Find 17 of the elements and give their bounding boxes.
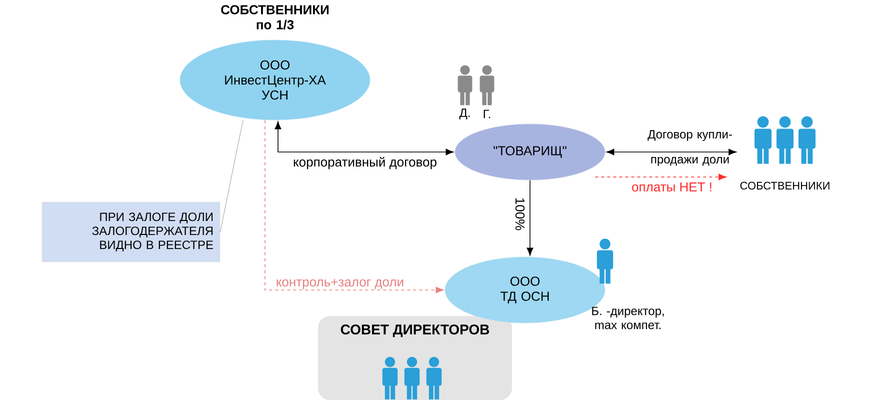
arrow — [526, 180, 534, 256]
edge-label: контроль+залог доли — [276, 278, 404, 290]
edge-label: Договор купли-продажи доли — [648, 130, 732, 166]
arrow — [274, 121, 454, 156]
edge-label: оплаты НЕТ ! — [632, 182, 712, 192]
arrow — [606, 148, 736, 156]
note-box: ПРИ ЗАЛОГЕ ДОЛИ ЗАЛОГОДЕРЖАТЕЛЯ ВИДНО В РЕЕСТРЕ — [42, 202, 220, 262]
board-box: СОВЕТ ДИРЕКТОРОВ — [318, 316, 512, 400]
person-label: Г. — [484, 110, 490, 118]
edge-label: 100% — [515, 198, 525, 230]
person-label: Д. — [459, 108, 470, 120]
arrow — [594, 174, 726, 180]
edge-label: корпоративный договор — [294, 156, 436, 170]
caption-text: СОБСТВЕННИКИ по 1/3 — [221, 5, 329, 30]
owners-group: СОБСТВЕННИКИ — [740, 182, 830, 190]
arrow — [264, 120, 444, 294]
leader-line — [220, 120, 244, 232]
